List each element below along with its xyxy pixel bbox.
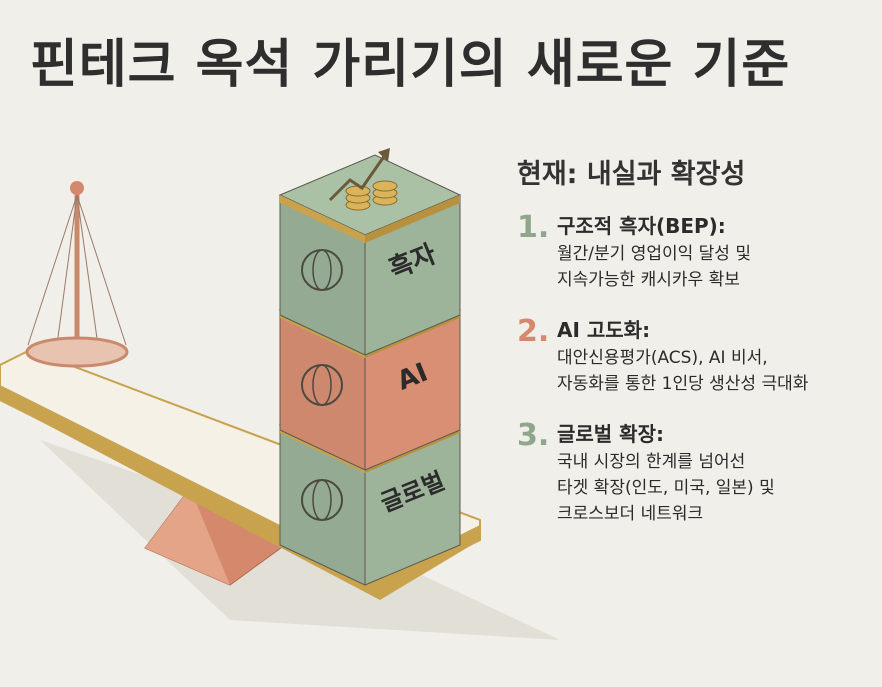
scale-pan — [25, 181, 129, 368]
criteria-item: 2. AI 고도화: 대안신용평가(ACS), AI 비서, 자동화를 통한 1인당 … — [517, 315, 877, 397]
coins-growth-icon — [301, 249, 343, 291]
panel-heading: 현재: 내실과 확장성 — [517, 159, 746, 190]
brain-chip-icon — [301, 364, 343, 406]
item-title: AI 고도화: — [557, 318, 651, 342]
globe-icon — [301, 479, 343, 521]
item-line: 월간/분기 영업이익 달성 및 — [557, 244, 751, 264]
item-number: 2. — [517, 314, 550, 349]
item-title: 글로벌 확장: — [557, 422, 664, 446]
coins-arrow-icon — [328, 148, 398, 211]
item-title: 구조적 흑자(BEP): — [557, 214, 726, 238]
cube-1: 흑자 — [278, 154, 462, 356]
item-line: 대안신용평가(ACS), AI 비서, — [557, 348, 768, 368]
item-line: 크로스보더 네트워크 — [557, 504, 704, 524]
page-title: 핀테크 옥석 가리기의 새로운 기준 — [30, 35, 791, 95]
item-line: 타겟 확장(인도, 미국, 일본) 및 — [557, 478, 775, 498]
item-line: 지속가능한 캐시카우 확보 — [557, 270, 740, 290]
item-line: 자동화를 통한 1인당 생산성 극대화 — [557, 374, 809, 394]
item-number: 3. — [517, 418, 550, 453]
criteria-panel: 현재: 내실과 확장성 1. 구조적 흑자(BEP): 월간/분기 영업이익 달성 … — [517, 152, 877, 549]
item-line: 국내 시장의 한계를 넘어선 — [557, 452, 746, 472]
item-number: 1. — [517, 210, 550, 245]
